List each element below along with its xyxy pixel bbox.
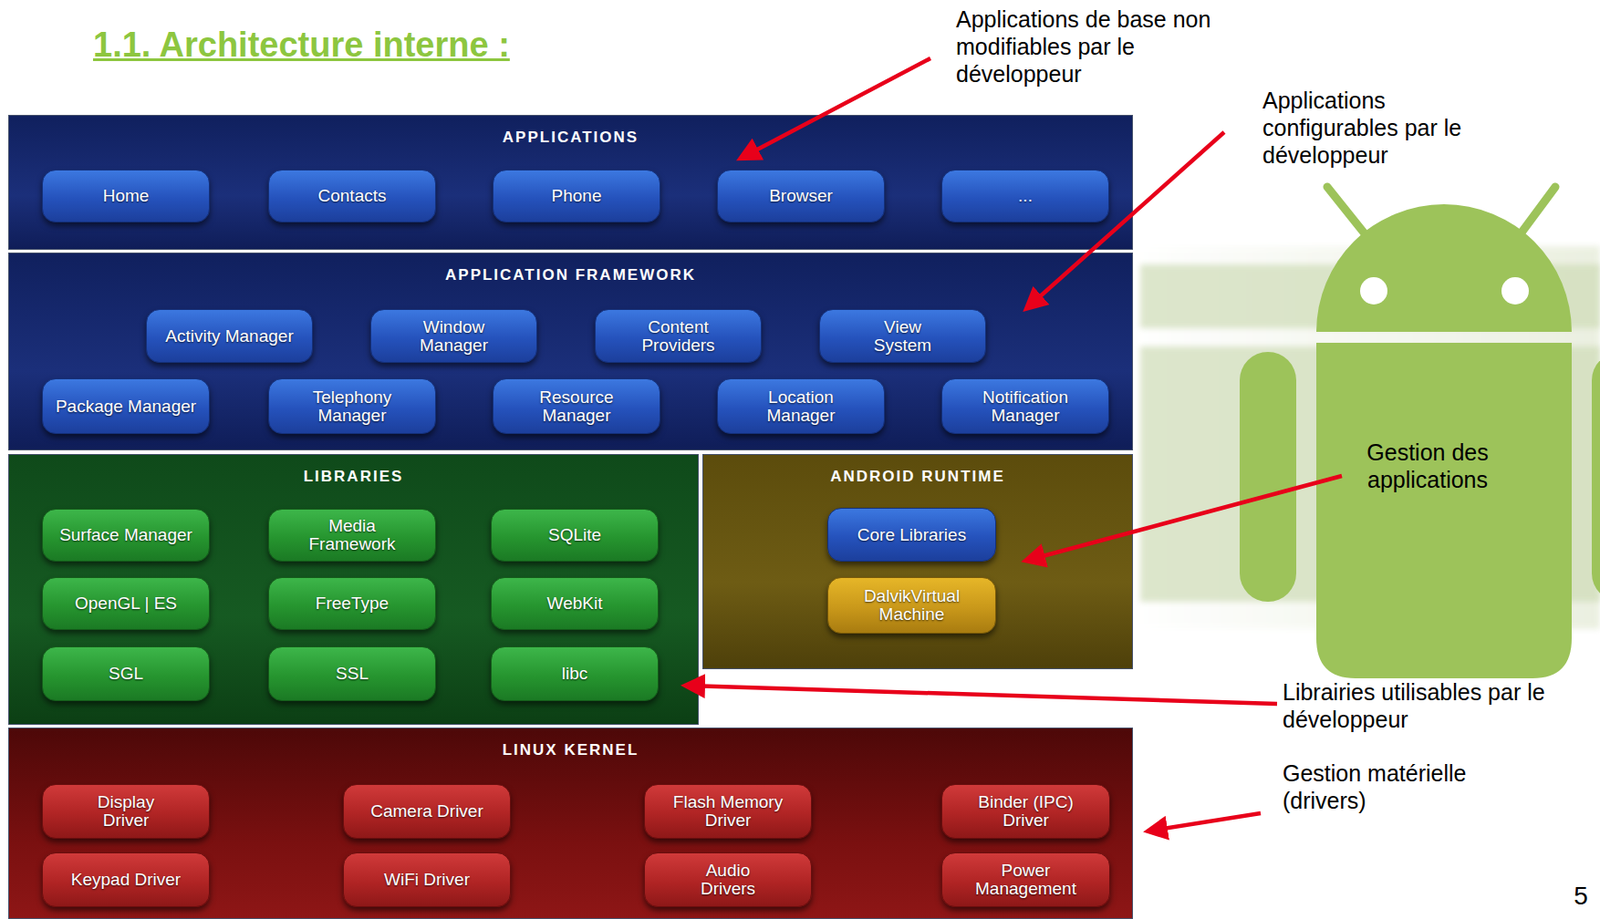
component-box: DalvikVirtual Machine bbox=[827, 577, 997, 634]
component-box: Keypad Driver bbox=[41, 852, 210, 908]
component-box: Package Manager bbox=[41, 378, 210, 435]
component-box: Display Driver bbox=[41, 784, 210, 840]
page-number: 5 bbox=[1565, 881, 1597, 913]
component-label: Home bbox=[103, 187, 150, 206]
component-label: OpenGL | ES bbox=[74, 594, 177, 613]
callout-label: Gestion des applications bbox=[1340, 438, 1515, 494]
callout-label: Applications de base non modifiables par… bbox=[955, 5, 1248, 88]
component-label: ... bbox=[1018, 187, 1033, 206]
component-box: Notification Manager bbox=[941, 378, 1110, 435]
layer-heading: LINUX KERNEL bbox=[9, 741, 1133, 760]
component-label: Resource Manager bbox=[526, 388, 627, 426]
component-label: Surface Manager bbox=[59, 526, 193, 545]
component-box: Window Manager bbox=[370, 309, 538, 364]
component-box: Location Manager bbox=[716, 378, 885, 435]
component-label: Audio Drivers bbox=[677, 862, 779, 899]
component-box: Core Libraries bbox=[827, 508, 997, 562]
component-label: Content Providers bbox=[628, 318, 729, 355]
component-box: libc bbox=[490, 646, 659, 702]
component-box: FreeType bbox=[268, 577, 437, 631]
component-label: Camera Driver bbox=[370, 802, 484, 821]
component-label: View System bbox=[862, 318, 945, 355]
component-label: WebKit bbox=[547, 594, 603, 613]
component-box: Telephony Manager bbox=[268, 378, 437, 435]
component-box: Media Framework bbox=[268, 509, 437, 562]
component-box: OpenGL | ES bbox=[41, 577, 210, 631]
component-label: Window Manager bbox=[404, 318, 505, 355]
component-label: Package Manager bbox=[55, 397, 197, 416]
component-box: Phone bbox=[492, 169, 661, 223]
component-label: Core Libraries bbox=[857, 526, 967, 545]
component-label: Contacts bbox=[318, 187, 387, 206]
component-label: SGL bbox=[108, 664, 144, 684]
component-label: Notification Manager bbox=[968, 388, 1083, 426]
layer-band: LIBRARIESSurface ManagerMedia FrameworkS… bbox=[8, 454, 699, 726]
component-label: SQLite bbox=[548, 526, 602, 545]
component-label: Display Driver bbox=[75, 793, 177, 831]
component-box: ... bbox=[941, 169, 1110, 223]
component-label: libc bbox=[561, 664, 589, 684]
callout-label: Applications configurables par le dévelo… bbox=[1262, 86, 1500, 169]
leader-arrow bbox=[743, 58, 931, 157]
component-box: Binder (IPC) Driver bbox=[941, 784, 1111, 840]
layer-heading: LIBRARIES bbox=[9, 467, 698, 487]
component-box: Resource Manager bbox=[492, 378, 661, 435]
component-box: Browser bbox=[716, 169, 885, 223]
layer-heading: APPLICATIONS bbox=[9, 128, 1133, 147]
layer-heading: APPLICATION FRAMEWORK bbox=[9, 266, 1133, 285]
component-label: Telephony Manager bbox=[301, 388, 403, 426]
layer-band: ANDROID RUNTIME Core LibrariesDalvikVirtu… bbox=[702, 454, 1133, 670]
callout-label: Gestion matérielle (drivers) bbox=[1282, 759, 1520, 815]
component-box: WebKit bbox=[490, 577, 659, 631]
component-box: Camera Driver bbox=[342, 784, 511, 840]
leader-arrow bbox=[1151, 813, 1261, 832]
component-box: SQLite bbox=[490, 509, 659, 562]
component-label: Flash Memory Driver bbox=[664, 793, 792, 831]
component-label: FreeType bbox=[315, 594, 389, 613]
layer-band: LINUX KERNEL Display Driver Camera Driver F… bbox=[8, 727, 1133, 919]
component-box: Activity Manager bbox=[145, 309, 313, 364]
component-box: Audio Drivers bbox=[644, 852, 812, 908]
component-label: DalvikVirtual Machine bbox=[850, 587, 974, 624]
component-box: Home bbox=[41, 169, 210, 223]
leader-arrow bbox=[1028, 476, 1342, 561]
callout-label: Librairies utilisables par le développeu… bbox=[1282, 678, 1566, 734]
component-label: Activity Manager bbox=[165, 327, 293, 346]
component-box: Power Management bbox=[941, 852, 1111, 908]
component-label: Power Management bbox=[968, 862, 1083, 899]
component-box: Flash Memory Driver bbox=[644, 784, 812, 840]
layer-heading: ANDROID RUNTIME bbox=[703, 467, 1133, 487]
layer-band: APPLICATIONS Home Contacts Phone Browser... bbox=[8, 114, 1133, 250]
component-box: SSL bbox=[268, 646, 437, 702]
component-label: Binder (IPC) Driver bbox=[968, 793, 1083, 831]
leader-arrow bbox=[688, 685, 1278, 705]
component-box: SGL bbox=[41, 646, 210, 702]
layer-band: APPLICATION FRAMEWORK Activity Manager Win… bbox=[8, 252, 1133, 451]
component-box: Content Providers bbox=[594, 309, 762, 364]
slide-title: 1.1. Architecture interne : bbox=[93, 25, 1600, 65]
component-label: Browser bbox=[768, 187, 833, 206]
component-label: WiFi Driver bbox=[384, 871, 470, 890]
leader-arrow bbox=[1028, 132, 1225, 307]
component-label: Phone bbox=[551, 187, 603, 206]
component-box: Surface Manager bbox=[41, 509, 210, 562]
component-box: View System bbox=[819, 309, 987, 364]
component-label: SSL bbox=[335, 664, 369, 684]
component-label: Location Manager bbox=[750, 388, 852, 426]
component-label: Keypad Driver bbox=[71, 871, 181, 890]
component-label: Media Framework bbox=[301, 517, 403, 554]
component-box: WiFi Driver bbox=[342, 852, 511, 908]
component-box: Contacts bbox=[268, 169, 437, 223]
